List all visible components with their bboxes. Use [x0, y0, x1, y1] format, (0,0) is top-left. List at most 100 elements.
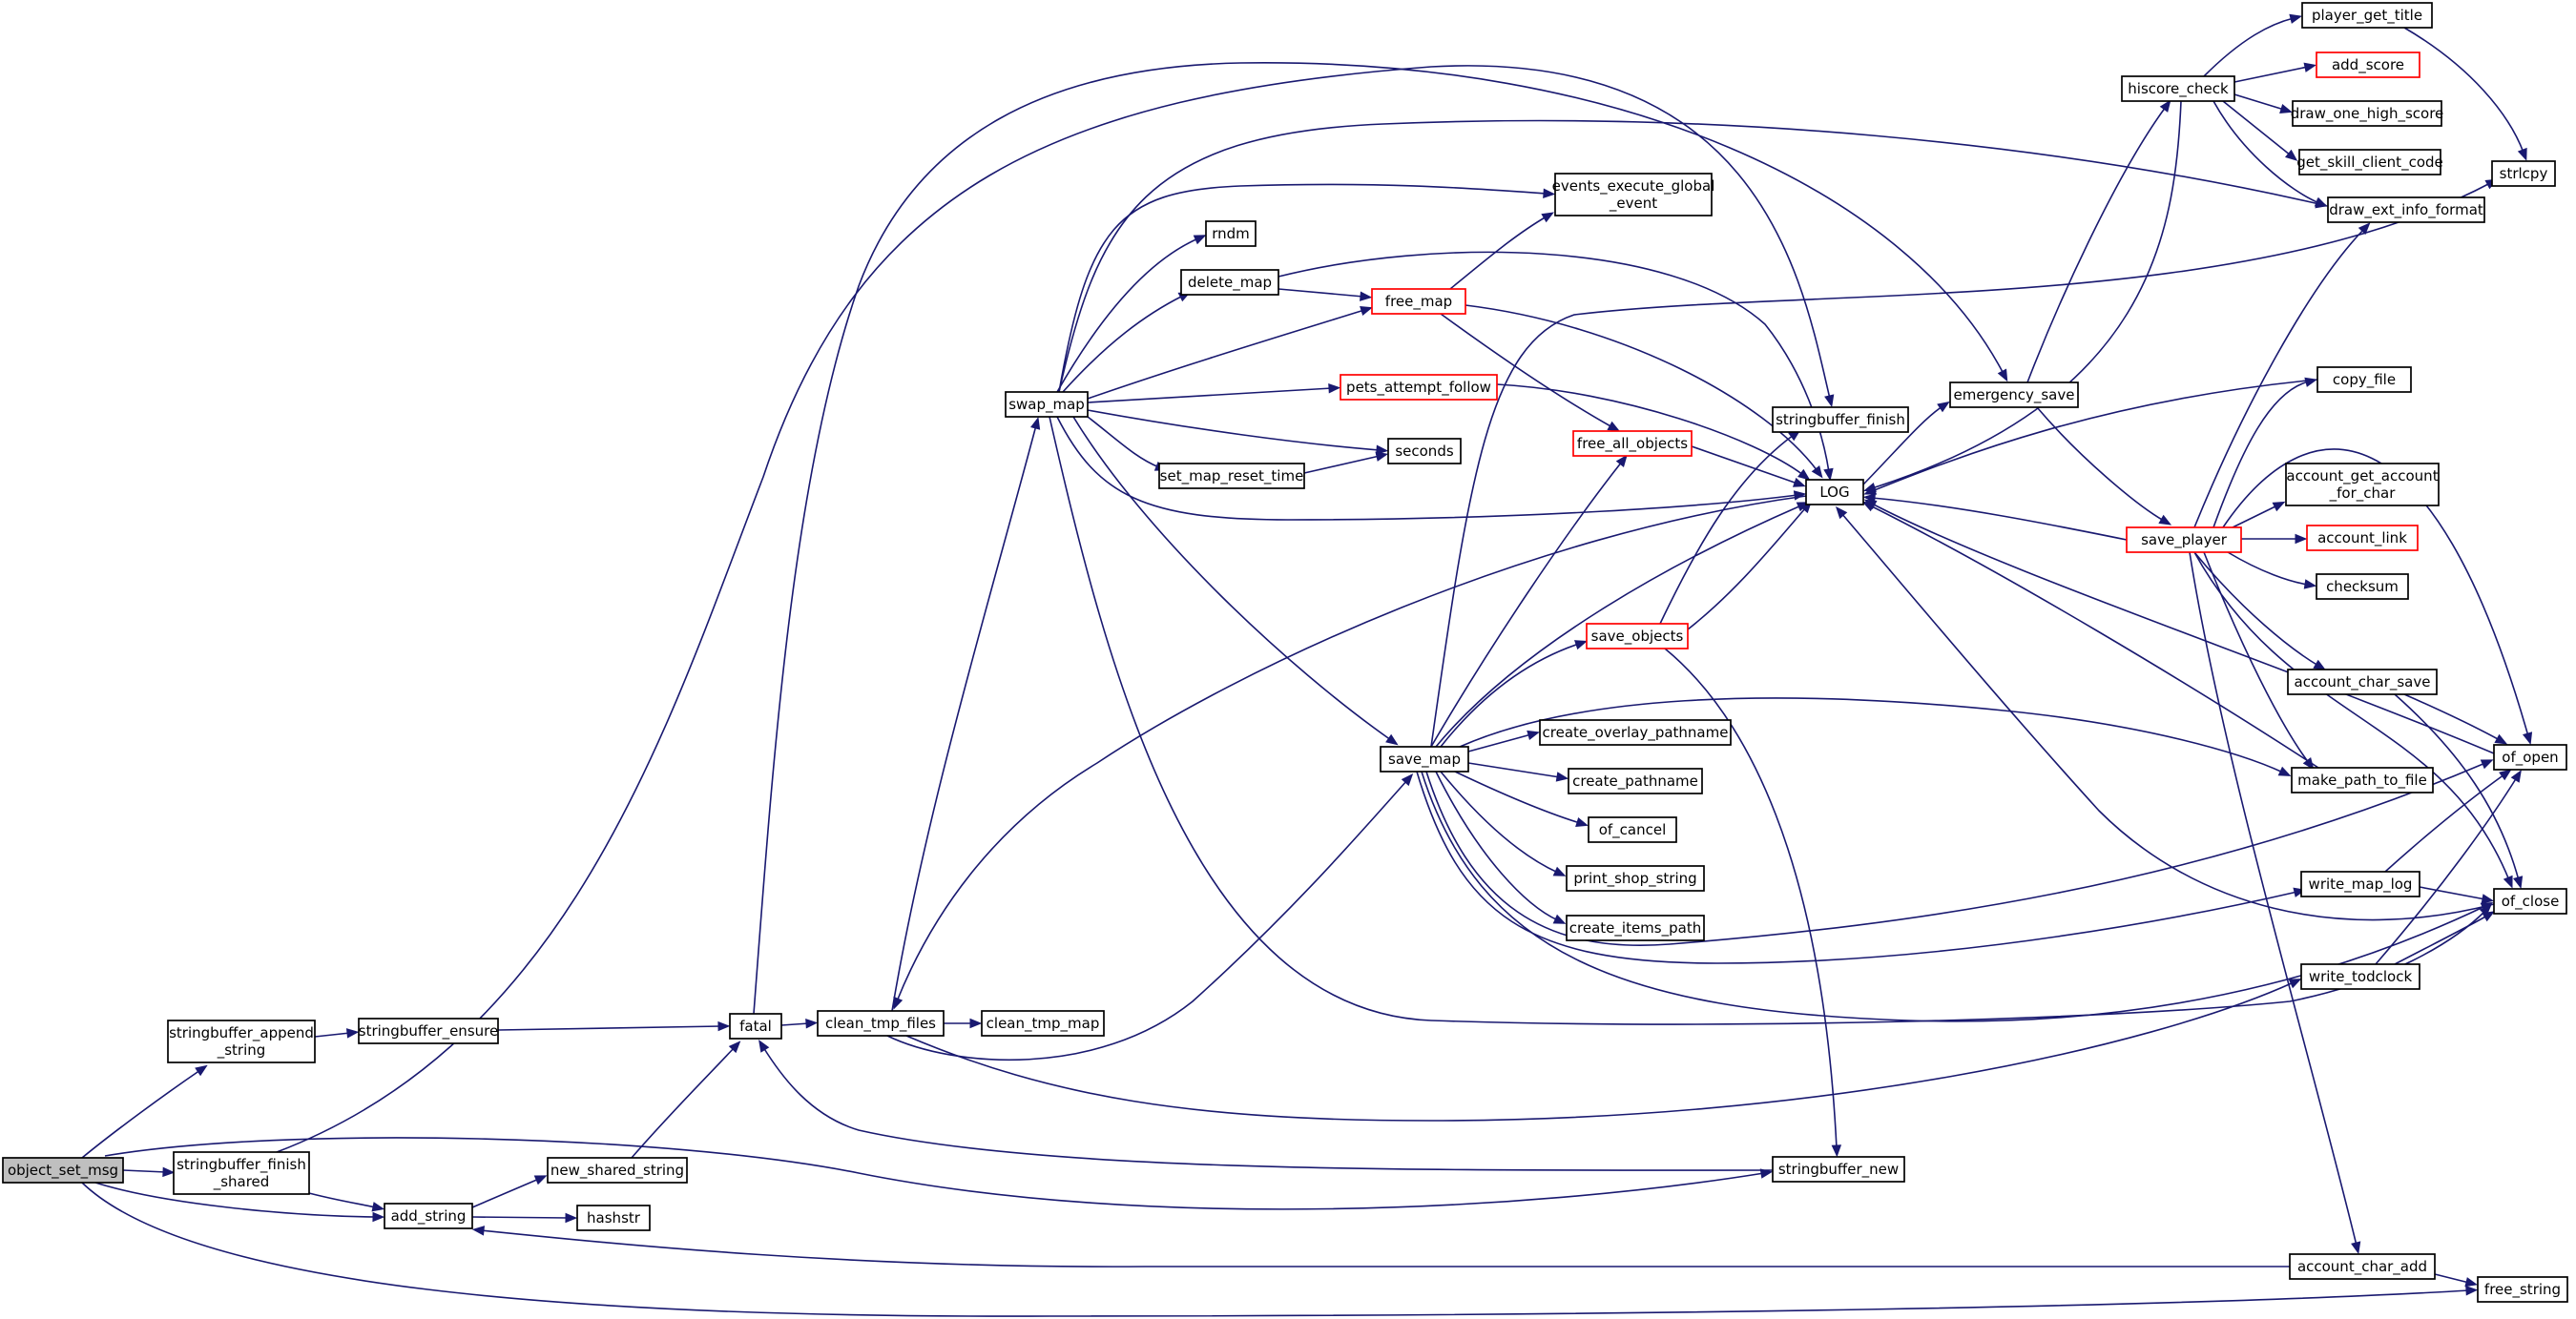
node-set-map-reset-time[interactable]: set_map_reset_time [1158, 463, 1305, 489]
edge-line [1454, 771, 1581, 824]
node-create-overlay-pathname[interactable]: create_overlay_pathname [1539, 719, 1732, 746]
node-box [1588, 816, 1677, 843]
node-get-skill-client-code[interactable]: get_skill_client_code [2296, 149, 2443, 175]
node-of-open[interactable]: of_open [2493, 744, 2567, 771]
edge-object_set_msg-to-stringbuffer_new [104, 1137, 1774, 1210]
arrowhead [372, 1211, 385, 1223]
node-label: strlcpy [2500, 165, 2548, 182]
node-label: add_score [2332, 56, 2404, 74]
node-write-map-log[interactable]: write_map_log [2300, 871, 2420, 897]
edge-new_shared_string-to-fatal [631, 1041, 741, 1159]
arrowhead [1360, 291, 1373, 301]
node-label: account_char_add [2297, 1258, 2427, 1276]
node-label: stringbuffer_new [1778, 1161, 1899, 1179]
node-box [1380, 746, 1469, 773]
node-label: _event [1609, 195, 1657, 213]
edge-object_set_msg-to-free_string [81, 1182, 2479, 1317]
edge-account_char_add-to-add_string [471, 1226, 2290, 1267]
node-create-items-path[interactable]: create_items_path [1566, 915, 1705, 941]
node-seconds[interactable]: seconds [1387, 438, 1462, 464]
node-account-get-account-for-char[interactable]: account_get_account_for_char [2285, 463, 2440, 506]
node-checksum[interactable]: checksum [2316, 573, 2409, 600]
edge-line [1425, 762, 2486, 946]
arrowhead [533, 1175, 548, 1185]
node-save-objects[interactable]: save_objects [1586, 623, 1689, 649]
node-swap-map[interactable]: swap_map [1005, 391, 1089, 418]
node-box [547, 1157, 688, 1184]
node-free-map[interactable]: free_map [1371, 288, 1466, 315]
node-free-string[interactable]: free_string [2477, 1276, 2568, 1303]
node-add-string[interactable]: add_string [384, 1203, 473, 1229]
node-box [2126, 526, 2242, 553]
node-label: rndm [1212, 225, 1250, 242]
arrowhead [2272, 501, 2286, 512]
node-pets-attempt-follow[interactable]: pets_attempt_follow [1340, 374, 1498, 401]
arrowhead [1527, 730, 1540, 740]
edge-object_set_msg-to-add_string [94, 1182, 385, 1223]
arrowhead [471, 1226, 486, 1236]
node-create-pathname[interactable]: create_pathname [1568, 768, 1703, 794]
node-label: draw_one_high_score [2291, 105, 2444, 123]
node-events-execute-global-event[interactable]: events_execute_global_event [1552, 173, 1715, 216]
node-label: create_items_path [1569, 919, 1701, 938]
edge-write_map_log-to-of_close [2419, 886, 2495, 904]
node-save-map[interactable]: save_map [1380, 746, 1469, 773]
edge-line [81, 1182, 2470, 1317]
arrowhead [1831, 1144, 1842, 1158]
node-emergency-save[interactable]: emergency_save [1949, 381, 2079, 408]
edge-line [1087, 416, 1160, 468]
node-box [1539, 719, 1732, 746]
node-new-shared-string[interactable]: new_shared_string [547, 1157, 688, 1184]
node-fatal[interactable]: fatal [729, 1013, 782, 1040]
node-of-close[interactable]: of_close [2493, 888, 2567, 915]
node-of-cancel[interactable]: of_cancel [1588, 816, 1677, 843]
node-account-char-add[interactable]: account_char_add [2289, 1253, 2436, 1280]
node-draw-one-high-score[interactable]: draw_one_high_score [2291, 100, 2444, 127]
node-box [2316, 573, 2409, 600]
node-draw-ext-info-format[interactable]: draw_ext_info_format [2327, 196, 2485, 223]
node-account-char-save[interactable]: account_char_save [2287, 669, 2438, 695]
node-strlcpy[interactable]: strlcpy [2491, 160, 2556, 187]
node-free-all-objects[interactable]: free_all_objects [1572, 430, 1693, 457]
node-label: free_string [2484, 1281, 2561, 1299]
node-LOG[interactable]: LOG [1805, 479, 1864, 505]
node-label: of_close [2502, 893, 2560, 911]
node-label: stringbuffer_finish [1776, 411, 1905, 429]
edge-line [81, 1069, 201, 1159]
node-account-link[interactable]: account_link [2306, 525, 2419, 551]
node-label: save_map [1388, 751, 1461, 769]
node-hiscore-check[interactable]: hiscore_check [2121, 75, 2235, 102]
node-label: make_path_to_file [2297, 772, 2427, 790]
node-add-score[interactable]: add_score [2316, 52, 2420, 78]
edge-line [905, 981, 2295, 1122]
node-box [981, 1010, 1105, 1037]
node-make-path-to-file[interactable]: make_path_to_file [2291, 767, 2434, 793]
node-save-player[interactable]: save_player [2126, 526, 2242, 553]
node-box [1005, 391, 1089, 418]
edge-line [1467, 733, 1532, 752]
arrowhead [2288, 979, 2302, 989]
node-player-get-title[interactable]: player_get_title [2301, 2, 2433, 29]
node-print-shop-string[interactable]: print_shop_string [1566, 865, 1705, 892]
node-clean-tmp-files[interactable]: clean_tmp_files [817, 1010, 945, 1037]
node-write-todclock[interactable]: write_todclock [2300, 963, 2420, 990]
node-stringbuffer-finish[interactable]: stringbuffer_finish [1772, 406, 1909, 433]
node-delete-map[interactable]: delete_map [1180, 269, 1279, 296]
node-box [1949, 381, 2079, 408]
node-stringbuffer-ensure[interactable]: stringbuffer_ensure [358, 1018, 499, 1044]
arrowhead [1824, 394, 1835, 408]
edge-line [2026, 106, 2167, 383]
edge-save_map-to-print_shop_string [1440, 771, 1567, 876]
node-stringbuffer-append-string[interactable]: stringbuffer_append_string [167, 1020, 316, 1063]
node-stringbuffer-new[interactable]: stringbuffer_new [1772, 1156, 1905, 1183]
node-rndm[interactable]: rndm [1205, 220, 1257, 247]
node-hashstr[interactable]: hashstr [576, 1205, 651, 1231]
arrowhead [1574, 640, 1588, 650]
node-clean-tmp-map[interactable]: clean_tmp_map [981, 1010, 1105, 1037]
node-object-set-msg[interactable]: object_set_msg [2, 1157, 124, 1184]
node-stringbuffer-finish-shared[interactable]: stringbuffer_finish_shared [173, 1151, 310, 1195]
edge-stringbuffer_append_string-to-stringbuffer_ensure [314, 1028, 360, 1039]
node-copy-file[interactable]: copy_file [2316, 366, 2412, 393]
edge-line [1440, 771, 1559, 874]
edge-LOG-to-emergency_save [1862, 401, 1950, 485]
